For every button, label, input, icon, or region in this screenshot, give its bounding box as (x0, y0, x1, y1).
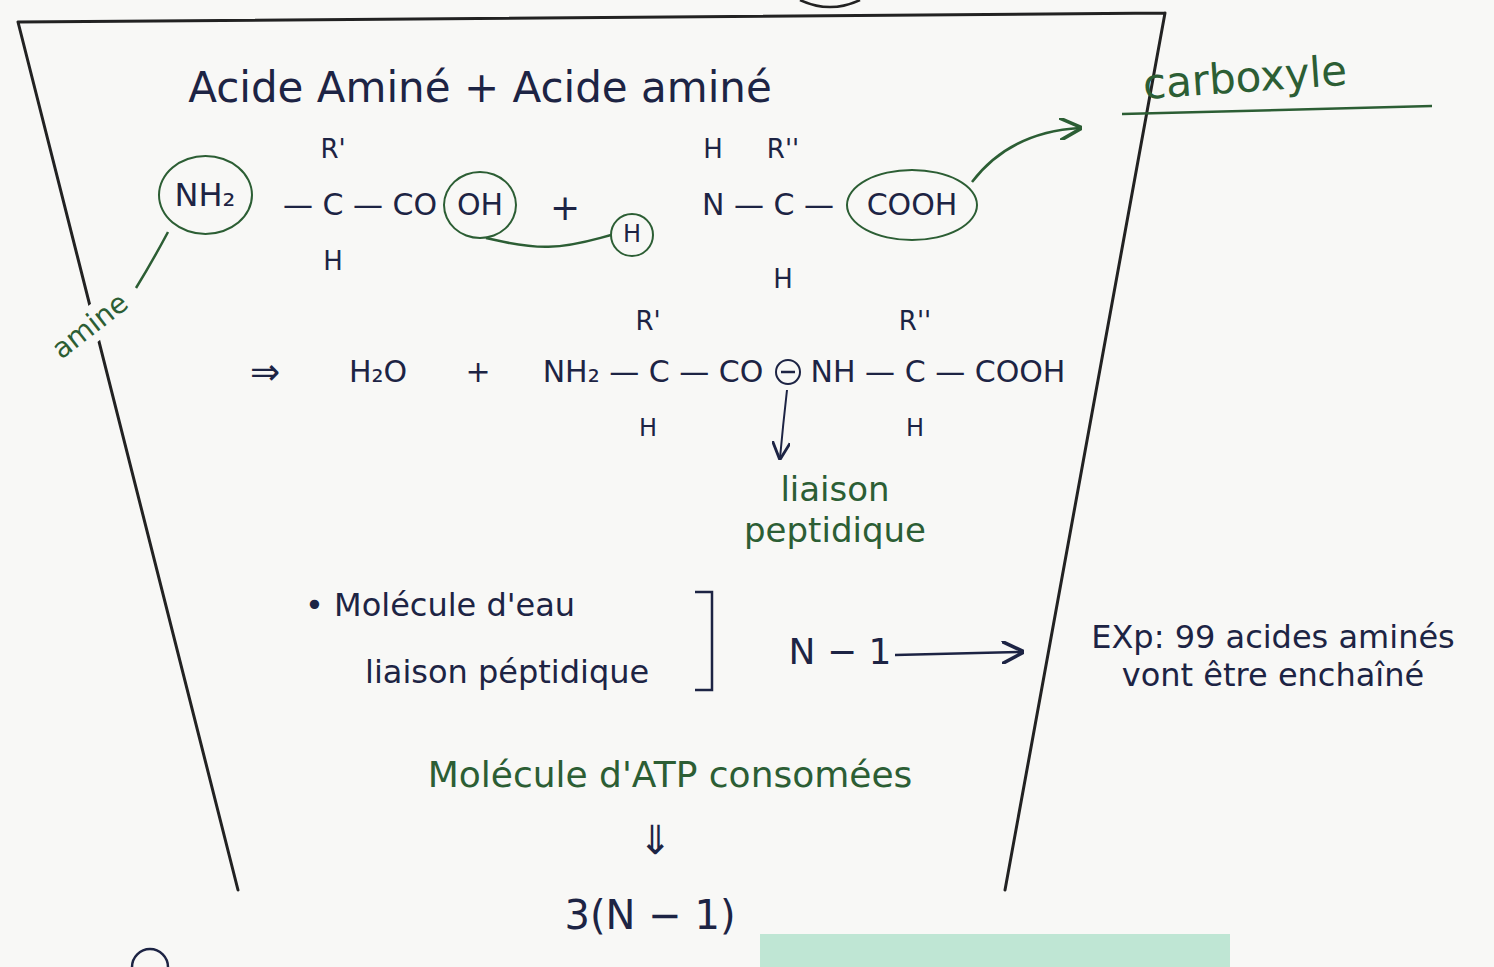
note-text: carboxyle (1141, 46, 1348, 111)
cut-glyph (132, 949, 168, 967)
note-text: R'' (767, 134, 799, 165)
formula-text: COOH (867, 188, 958, 223)
note-text: + (465, 354, 490, 390)
formula-text: NH₂ (175, 177, 236, 214)
leader-line (136, 232, 168, 288)
bracket (695, 592, 712, 690)
circled-group: COOH (846, 169, 978, 241)
note-text: H (703, 134, 723, 165)
note-text: NH₂ — C — CO (543, 354, 764, 390)
bond-marker (776, 360, 800, 384)
note-text: R' (635, 306, 660, 337)
note-text: 3(N − 1) (565, 891, 736, 939)
link-line (486, 235, 611, 247)
note-text: N — C — (702, 187, 834, 223)
note-text: H₂O (349, 354, 407, 390)
note-text: R' (320, 134, 345, 165)
pointer-arrow (895, 652, 1022, 655)
note-text: + (550, 186, 580, 229)
leader-arrow (972, 128, 1080, 182)
formula-text: H (623, 221, 641, 249)
note-text: R'' (899, 306, 931, 337)
frame-fragment (800, 0, 860, 7)
note-text: ⇒ (250, 350, 280, 393)
note-text: • Molécule d'eau (305, 586, 575, 624)
bond-dash (781, 371, 795, 374)
circled-group: OH (443, 171, 517, 239)
note-text: H (906, 414, 924, 443)
note-text: ⇓ (638, 816, 672, 864)
note-text: NH — C — COOH (811, 354, 1066, 390)
note-text: H (323, 246, 343, 277)
circled-group: NH₂ (158, 155, 253, 235)
funnel-outline (18, 13, 1165, 890)
note-text: liaison peptidique (715, 469, 955, 551)
formula-text: OH (457, 188, 503, 223)
circled-group: H (610, 213, 654, 257)
note-text: Molécule d'ATP consomées (428, 753, 913, 796)
note-text: H (639, 414, 657, 443)
pointer-arrow (780, 390, 787, 458)
highlight-band (760, 934, 1230, 967)
note-text: amine (42, 283, 138, 368)
heading-text: Acide Aminé + Acide aminé (188, 63, 772, 113)
note-text: EXp: 99 acides aminés vont être enchaîné (1068, 618, 1478, 695)
note-text: H (773, 264, 793, 295)
note-text: N − 1 (789, 630, 892, 673)
note-text: liaison péptidique (365, 653, 649, 691)
note-text: — C — CO (283, 187, 437, 223)
